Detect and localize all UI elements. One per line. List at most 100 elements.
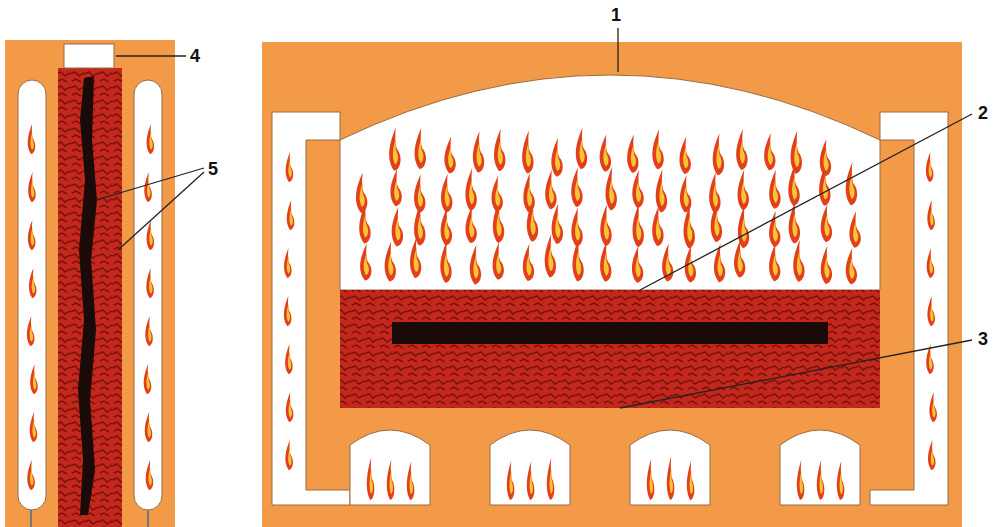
flame-core (688, 254, 693, 276)
flame (28, 172, 36, 202)
flame-core (742, 216, 747, 241)
flame-core (580, 138, 585, 163)
flame-core (288, 160, 291, 178)
flame (414, 174, 425, 212)
flame (28, 124, 36, 154)
flame-core (741, 180, 746, 204)
flame (146, 460, 154, 490)
leader-line (620, 340, 972, 408)
flame-core (773, 253, 778, 276)
flame-core (370, 468, 373, 494)
flame-core (820, 470, 823, 494)
flame (606, 167, 617, 210)
flame-core (496, 252, 501, 274)
flame-core (773, 179, 778, 203)
flame-core (738, 249, 743, 272)
flame (928, 440, 936, 470)
flame (144, 172, 152, 202)
oven-wall (262, 42, 962, 527)
flame (367, 457, 375, 500)
flame (837, 461, 845, 500)
flame-core (148, 324, 151, 342)
flame (821, 204, 832, 242)
flame-core (659, 180, 664, 206)
flame-core (418, 138, 423, 163)
flame-core (794, 141, 799, 167)
flame-core (394, 178, 399, 200)
flame (929, 392, 937, 422)
flame (738, 206, 749, 248)
flame-core (853, 220, 858, 242)
flame-core (390, 470, 393, 494)
heating-arch (630, 430, 710, 505)
flame-core (636, 214, 641, 240)
flame (523, 173, 534, 212)
flame-core (527, 183, 532, 207)
flame-core (713, 182, 718, 206)
flame (493, 242, 504, 279)
callout-number: 3 (978, 330, 988, 348)
flame (145, 412, 153, 442)
flame (600, 134, 611, 171)
flame-core (290, 208, 293, 226)
flame (656, 169, 667, 212)
flame (284, 248, 292, 278)
flame-core (448, 146, 453, 168)
flame-core (149, 276, 152, 294)
flame (444, 137, 455, 174)
flame (576, 128, 587, 169)
flame (680, 175, 691, 212)
flame-core (418, 184, 423, 207)
flame-core (30, 132, 33, 150)
flame (736, 129, 747, 170)
oven-wall (5, 40, 175, 527)
flame-core (477, 142, 482, 167)
flame (407, 461, 415, 500)
flame-core (148, 420, 151, 438)
flame-core (30, 468, 33, 486)
flame-core (469, 179, 474, 204)
flame (147, 124, 155, 154)
leader-line (96, 168, 204, 200)
flame (769, 243, 780, 281)
callout-number: 1 (611, 6, 621, 24)
heating-flue (18, 80, 46, 510)
leader-line (640, 114, 972, 290)
flame-core (149, 228, 152, 246)
flame (390, 169, 401, 206)
flame-core (666, 253, 671, 276)
flame (791, 131, 802, 174)
flame-core (288, 352, 291, 370)
flame (470, 244, 481, 284)
flame (713, 133, 724, 175)
flame-core (364, 253, 369, 275)
flame-core (636, 255, 641, 277)
flame (927, 296, 935, 326)
flame (145, 316, 153, 346)
flame-core (929, 256, 932, 274)
flame (652, 129, 663, 169)
flame (144, 364, 152, 394)
flame-core (445, 183, 450, 206)
flame (492, 176, 503, 212)
callout-number: 5 (208, 160, 218, 178)
flame-core (849, 257, 854, 279)
flame (821, 246, 832, 284)
flame-core (510, 471, 513, 495)
flame-core (931, 448, 934, 466)
heating-flue (134, 80, 162, 510)
flame (440, 240, 451, 282)
flame-core (550, 468, 553, 493)
leader-line (116, 55, 186, 56)
flame (600, 204, 611, 245)
leader-line (617, 28, 618, 72)
flame (27, 460, 35, 490)
flame (441, 174, 452, 213)
flame (146, 268, 154, 298)
flame-core (687, 215, 692, 241)
flame-core (444, 251, 449, 276)
flame (764, 133, 775, 170)
flame-core (824, 148, 829, 170)
flame-core (33, 372, 36, 390)
